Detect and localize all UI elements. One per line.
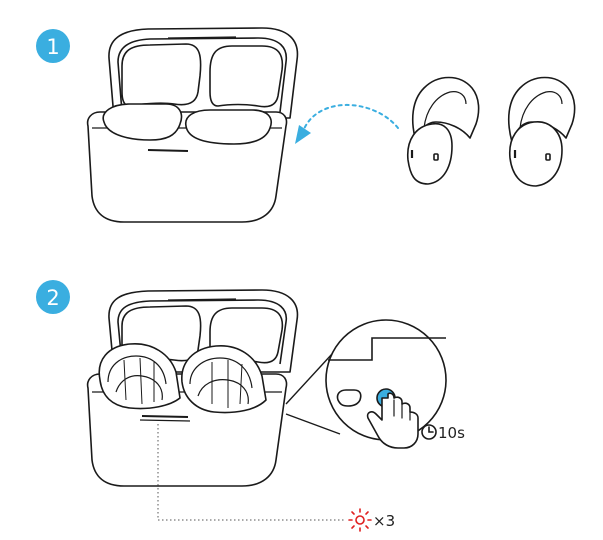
earbud-right: [507, 76, 576, 187]
insert-arrow: [295, 104, 399, 144]
hold-duration-label: 10s: [438, 424, 465, 442]
charging-case-open-empty: [86, 27, 299, 223]
step-2-badge: 2: [36, 280, 70, 314]
step-1-badge: 1: [36, 29, 70, 63]
earbud-left: [407, 76, 480, 185]
charging-case-with-earbuds: [86, 289, 299, 487]
cavity-right: [185, 109, 272, 145]
lid-inner-left: [121, 43, 202, 107]
pointing-hand-icon: [366, 392, 419, 449]
blink-count-label: ×3: [373, 512, 395, 530]
step-1-number: 1: [46, 35, 59, 59]
zoom-connector: [285, 353, 341, 435]
cavity-left: [102, 103, 183, 141]
lid-inner-right: [209, 45, 284, 108]
blinking-light-icon: [348, 508, 372, 532]
clock-icon: [421, 424, 437, 440]
indicator-leader-line: [157, 424, 344, 521]
step-2-number: 2: [46, 286, 59, 310]
